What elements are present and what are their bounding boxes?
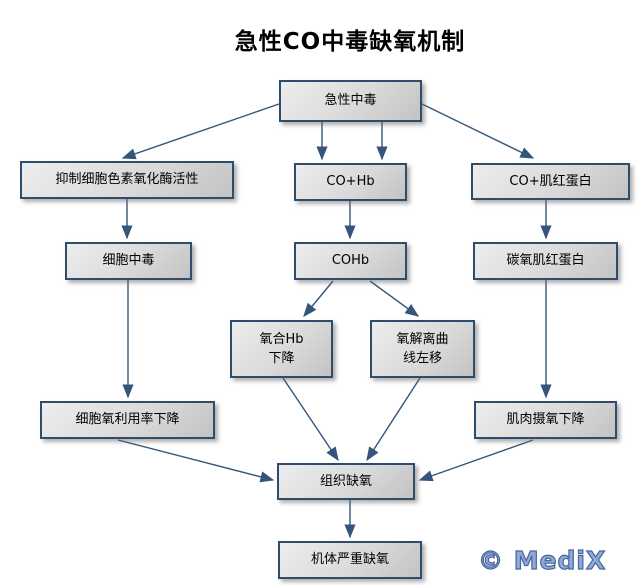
node-co-myoglobin: CO+肌红蛋白 [471,163,630,200]
arrow-oxyhb-to-tissue [282,377,339,462]
diagram-title: 急性CO中毒缺氧机制 [234,29,466,55]
node-oxyhb-decrease: 氧合Hb 下降 [230,320,333,378]
node-cell-poisoning: 细胞中毒 [65,242,192,280]
node-muscle-o2-down: 肌肉摄氧下降 [474,401,617,439]
node-curve-left-shift: 氧解离曲 线左移 [370,320,475,378]
node-cohb: COHb [294,242,407,280]
arrow-curve-to-tissue [366,377,421,462]
arrow-muscle-to-tissue [418,439,534,482]
node-severe-hypoxia: 机体严重缺氧 [278,541,422,579]
arrow-cohbbox-to-oxyhb [303,280,334,318]
arrow-cohbbox-to-curve [369,280,420,317]
arrow-o2use-to-tissue [117,439,275,483]
node-tissue-hypoxia: 组织缺氧 [277,463,415,500]
node-co-hb: CO+Hb [294,163,407,201]
node-inhibit-enzyme: 抑制细胞色素氧化酶活性 [20,161,234,199]
node-acute-poisoning: 急性中毒 [279,80,422,122]
node-carboxymyoglobin: 碳氧肌红蛋白 [473,242,618,280]
arrow-acute-to-myoglobin [421,103,535,159]
arrow-acute-to-inhibit [121,103,280,160]
medix-watermark: © MediX [477,545,607,575]
node-cell-o2-use-down: 细胞氧利用率下降 [40,401,215,439]
